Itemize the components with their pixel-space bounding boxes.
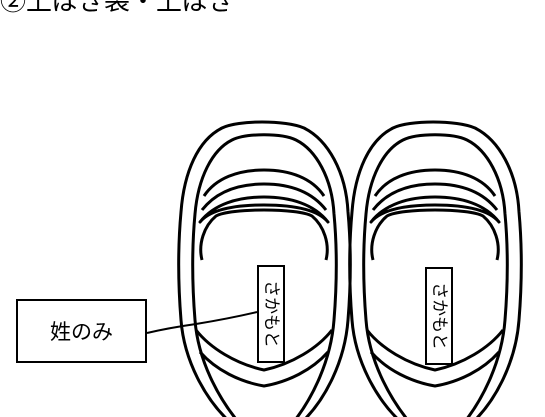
right-shoe-name-tag: さかもと: [425, 267, 453, 365]
left-shoe-name-tag: さかもと: [257, 265, 285, 363]
left-shoe: [177, 120, 352, 417]
page-heading: ②上ばき袋・上ばき: [0, 0, 235, 17]
right-name-tag-text: さかもと: [429, 282, 450, 350]
left-name-tag-text: さかもと: [261, 280, 282, 348]
surname-only-callout: 姓のみ: [16, 299, 147, 363]
callout-leader-line: [146, 311, 258, 334]
right-shoe: [348, 120, 523, 417]
callout-label: 姓のみ: [50, 320, 113, 344]
